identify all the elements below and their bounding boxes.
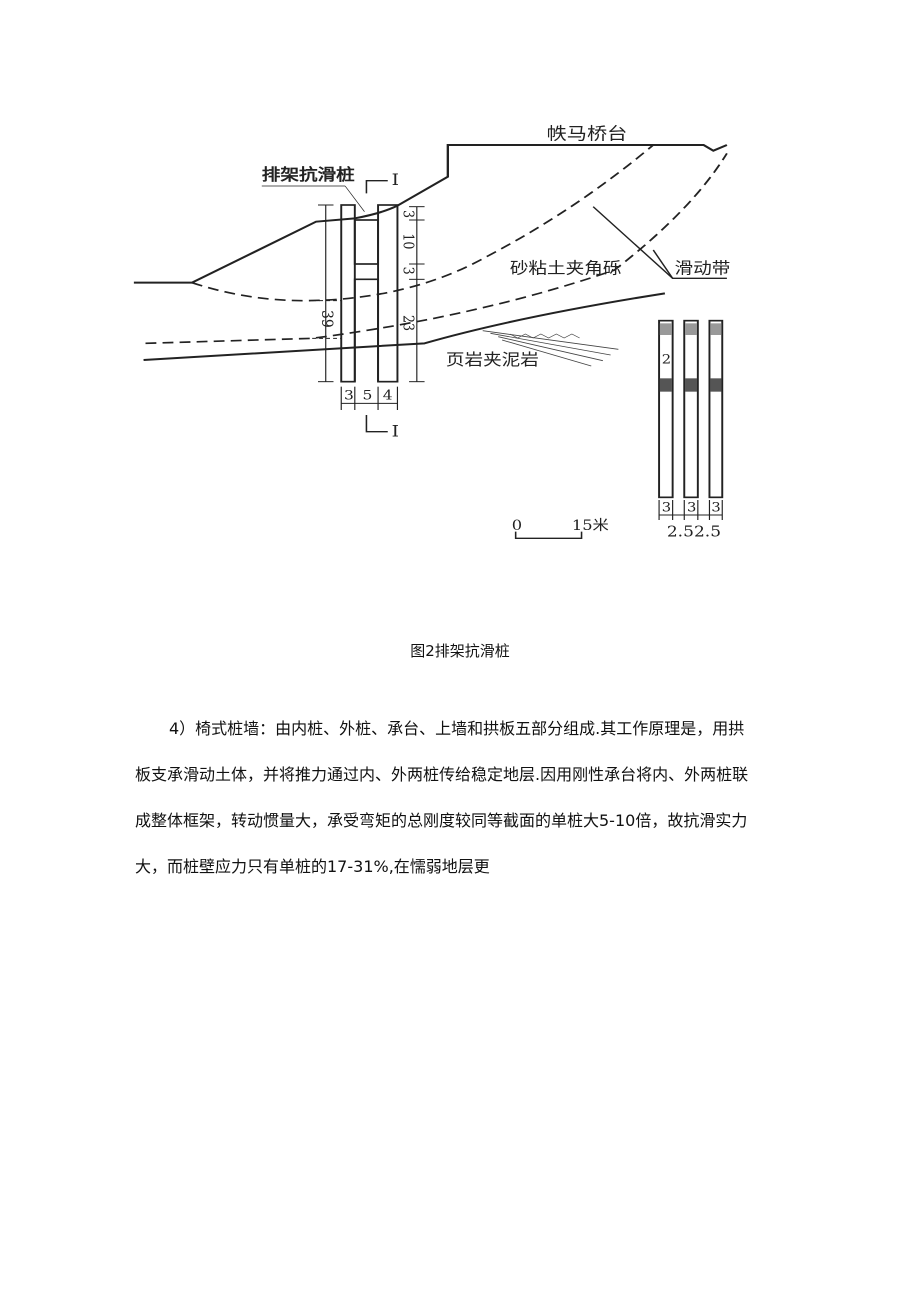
section-marks xyxy=(261,180,388,433)
label-section-top: I xyxy=(392,171,399,189)
label-section-bottom: I xyxy=(392,423,399,441)
section-dim-2: 3 xyxy=(687,501,696,516)
lower-boundary xyxy=(143,292,666,361)
section-dim-3: 3 xyxy=(711,501,720,516)
label-slip-zone: 滑动带 xyxy=(675,260,730,278)
label-pile-name: 排架抗滑桩 xyxy=(262,165,355,184)
section-piles xyxy=(658,319,724,520)
scale-start: 0 xyxy=(512,517,522,534)
figure-caption: 图2排架抗滑桩 xyxy=(410,642,510,660)
slip-surface-upper xyxy=(191,144,654,302)
paragraph-line: 4）椅式桩墙：由内桩、外桩、承台、上墙和拱板五部分组成.其工作原理是，用拱 xyxy=(169,719,745,738)
label-bridge-abutment: 帙马桥台 xyxy=(547,124,628,144)
scale-end: 15米 xyxy=(572,517,609,534)
ground-surface xyxy=(133,144,728,284)
slip-surface-lower xyxy=(145,152,728,345)
paragraph-line: 大，而桩壁应力只有单桩的17-31%,在懦弱地层更 xyxy=(135,857,490,876)
dim-bottom-3: 4 xyxy=(383,388,393,403)
dimension-lines xyxy=(312,204,425,410)
paragraph-line: 板支承滑动土体，并将推力通过内、外两桩传给稳定地层.因用刚性承台将内、外两桩联 xyxy=(135,765,749,784)
scale-bar xyxy=(514,531,583,539)
dim-right-1: 3 xyxy=(399,210,416,218)
section-dim-1: 3 xyxy=(662,501,671,516)
paragraph-line: 成整体框架，转动惯量大，承受弯矩的总刚度较同等截面的单桩大5-10倍，故抗滑实力 xyxy=(135,811,748,830)
label-shale: 页岩夹泥岩 xyxy=(446,351,539,369)
dim-right-4: 23 xyxy=(399,315,416,331)
pile-frame xyxy=(340,204,399,383)
dim-right-3: 3 xyxy=(399,267,416,275)
body-paragraph: 4）椅式桩墙：由内桩、外桩、承台、上墙和拱板五部分组成.其工作原理是，用拱 板支… xyxy=(135,706,795,890)
shale-hatch xyxy=(482,330,619,367)
section-spacing-2: 2.5 xyxy=(694,523,721,541)
label-sandy-clay: 砂粘土夹角砾 xyxy=(510,260,622,278)
dim-bottom-2: 5 xyxy=(363,388,373,403)
pile-diagram: 帙马桥台 排架抗滑桩 I I 砂粘土夹角砾 滑动带 页岩夹泥岩 39 3 10 … xyxy=(133,124,730,541)
slip-zone-leader xyxy=(592,206,727,279)
section-mid-label: 2 xyxy=(662,352,671,367)
section-spacing-1: 2.5 xyxy=(667,523,694,541)
dim-bottom-1: 3 xyxy=(344,388,354,403)
dim-total: 39 xyxy=(318,310,337,328)
dim-right-2: 10 xyxy=(399,233,416,249)
